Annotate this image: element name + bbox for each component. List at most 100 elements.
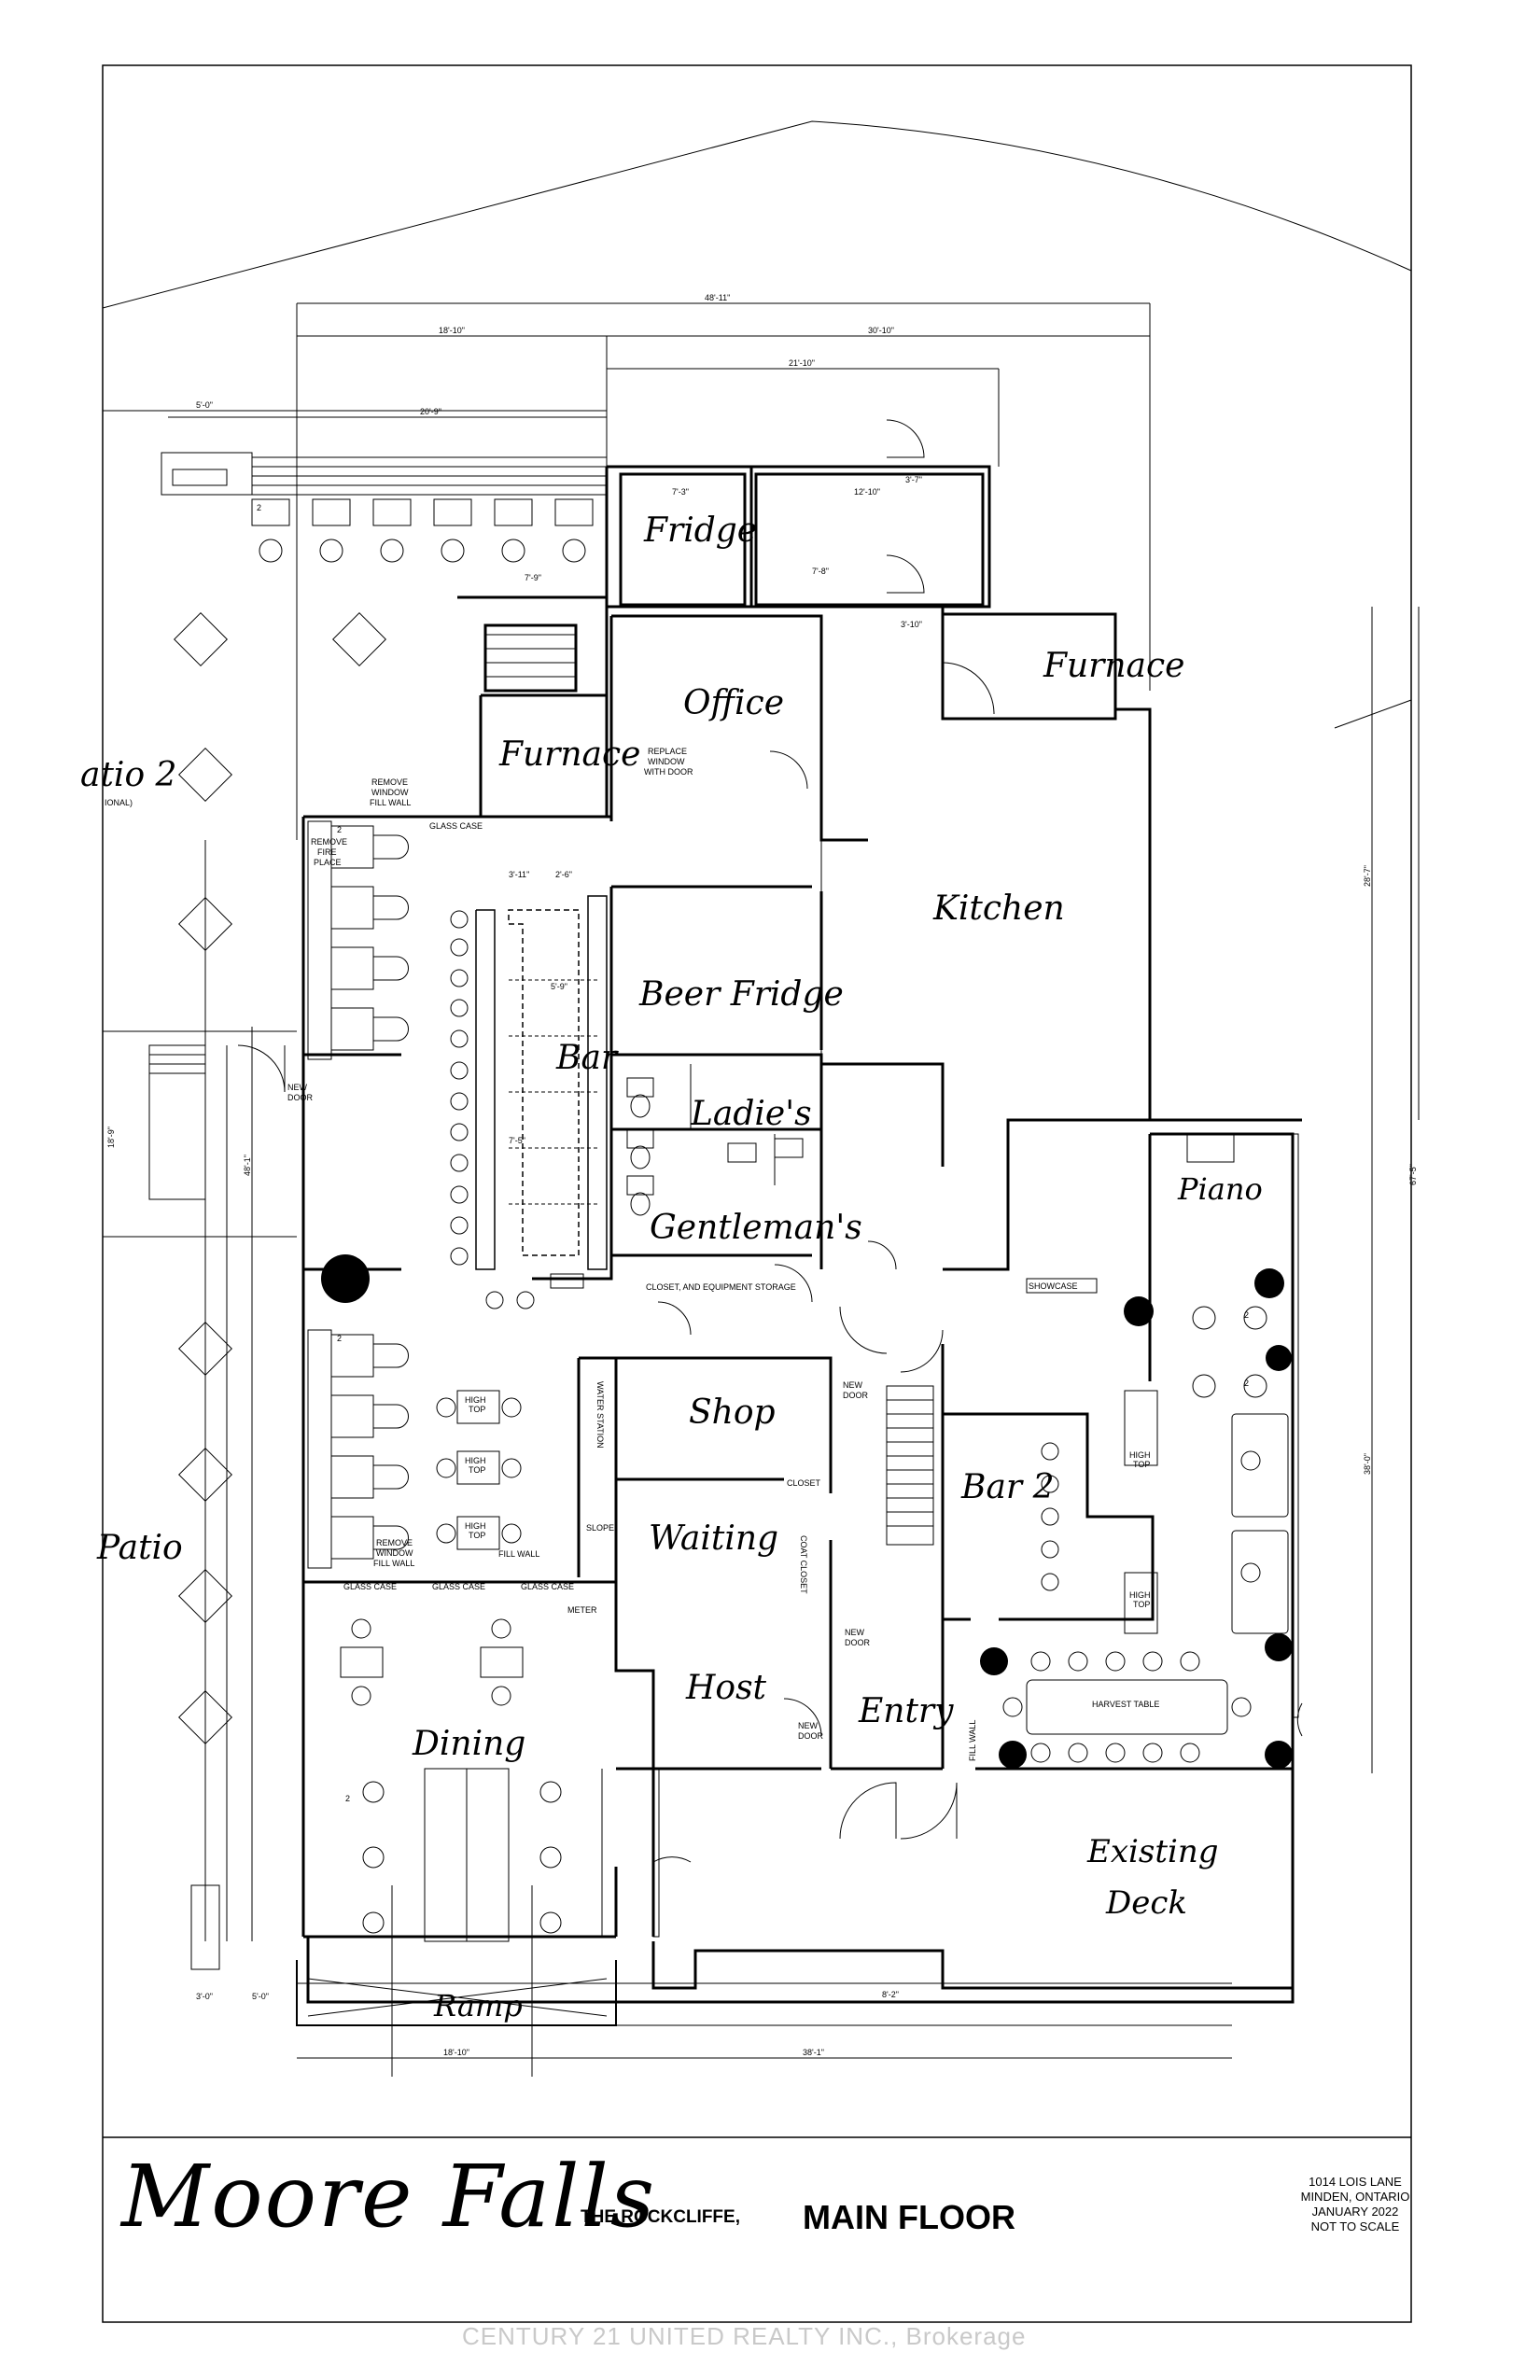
note-high-top-d1: HIGH: [1129, 1450, 1151, 1460]
dim-vert-left: 48'-1": [243, 1155, 252, 1176]
note-high-top-e2: TOP: [1133, 1600, 1150, 1609]
seat-number: 2: [1244, 1310, 1249, 1320]
note-showcase: SHOWCASE: [1029, 1281, 1078, 1291]
note-harvest-table: HARVEST TABLE: [1092, 1700, 1159, 1709]
patio-tables: [174, 612, 386, 1744]
room-fridge: Fridge: [643, 511, 757, 550]
dim-bar4: 7'-5": [509, 1136, 525, 1145]
note-meter: METER: [567, 1605, 597, 1615]
dim-patio2-w: 20'-9": [420, 407, 441, 416]
note-closet-storage: CLOSET, AND EQUIPMENT STORAGE: [646, 1282, 796, 1292]
watermark: CENTURY 21 UNITED REALTY INC., Brokerage: [462, 2322, 1027, 2350]
property-line-top: [102, 120, 1412, 309]
note-high-top-b1: HIGH: [465, 1456, 486, 1465]
room-shop: Shop: [689, 1393, 776, 1432]
patio-seating-top: [251, 498, 594, 563]
seat-number: 2: [1244, 1379, 1249, 1388]
booths-top: [307, 820, 409, 1060]
room-kitchen: Kitchen: [932, 889, 1065, 928]
booths-bottom: [307, 1329, 409, 1569]
note-high-top-c2: TOP: [469, 1531, 485, 1540]
room-patio2: atio 2: [80, 756, 176, 794]
note-fill-wall: FILL WALL: [370, 798, 411, 807]
note-high-top-a2: TOP: [469, 1405, 485, 1414]
dim-door: 3'-7": [905, 475, 922, 484]
dim-vert-right: 28'-7": [1363, 865, 1372, 887]
title-script: Moore Falls: [121, 2147, 657, 2247]
dim-right-top: 30'-10": [868, 326, 894, 335]
dim-bottom-left: 18'-10": [443, 2048, 469, 2057]
seat-number: 2: [337, 825, 342, 834]
toilets: [626, 1077, 804, 1216]
room-bar: Bar: [555, 1039, 619, 1077]
note-high-top-d2: TOP: [1133, 1460, 1150, 1469]
dim-vert-left2: 18'-9": [106, 1127, 116, 1148]
dim-fridge1: 7'-3": [672, 487, 689, 497]
dim-fridge3: 7'-8": [812, 567, 829, 576]
dim-ramp2: 5'-0": [252, 1992, 269, 2001]
dim-bar3: 5'-9": [551, 982, 567, 991]
note-new-door-4: NEW: [798, 1721, 819, 1730]
room-waiting: Waiting: [649, 1519, 778, 1558]
room-ramp: Ramp: [433, 1988, 523, 2023]
note-fill-wall-3: FILL WALL: [373, 1559, 414, 1568]
address-line: NOT TO SCALE: [1310, 2219, 1400, 2233]
note-coat-closet: COAT CLOSET: [799, 1535, 808, 1594]
note-glass-case-1: GLASS CASE: [343, 1582, 397, 1591]
dim-bar2: 2'-6": [555, 870, 572, 879]
note-place: PLACE: [314, 858, 342, 867]
note-new-door-2b: DOOR: [843, 1391, 869, 1400]
room-entry: Entry: [858, 1692, 954, 1730]
room-gentlemans: Gentleman's: [650, 1209, 862, 1247]
dim-kitchen-w: 21'-10": [789, 358, 815, 368]
address-line: MINDEN, ONTARIO: [1300, 2190, 1410, 2204]
harvest-table: [1026, 1679, 1228, 1735]
note-new-door-2: NEW: [843, 1380, 863, 1390]
note-high-top-a1: HIGH: [465, 1395, 486, 1405]
room-furnace-left: Furnace: [498, 735, 641, 774]
note-new-door-1: NEW: [287, 1083, 308, 1092]
note-high-top-b2: TOP: [469, 1465, 485, 1475]
note-new-door-1b: DOOR: [287, 1093, 314, 1102]
room-host: Host: [685, 1669, 767, 1707]
dim-entry: 8'-2": [882, 1990, 899, 1999]
bar-stools: [450, 910, 1059, 1591]
note-new-door-3: NEW: [845, 1628, 865, 1637]
dim-fridge2: 12'-10": [854, 487, 880, 497]
dim-vert-right2: 67'-5": [1408, 1164, 1418, 1185]
note-slope: SLOPE: [586, 1523, 614, 1533]
dim-total-top: 48'-11": [705, 293, 730, 302]
room-ladies: Ladie's: [690, 1095, 812, 1133]
note-high-top-c1: HIGH: [465, 1521, 486, 1531]
title-main: MAIN FLOOR: [803, 2198, 1015, 2236]
room-piano: Piano: [1177, 1171, 1263, 1207]
room-office: Office: [683, 684, 784, 722]
address-block: 1014 LOIS LANE MINDEN, ONTARIO JANUARY 2…: [1299, 2175, 1411, 2234]
dining-tables: [340, 1618, 562, 1942]
note-new-door-3b: DOOR: [845, 1638, 871, 1647]
room-deck: Deck: [1105, 1884, 1187, 1922]
room-bar2: Bar 2: [960, 1468, 1054, 1506]
note-remove-fire: REMOVE: [311, 837, 347, 847]
note-glass-case-3: GLASS CASE: [521, 1582, 574, 1591]
dim-ramp1: 3'-0": [196, 1992, 213, 2001]
note-closet: CLOSET: [787, 1478, 821, 1488]
drawing-border: [102, 64, 1412, 2323]
note-window-2: WINDOW: [376, 1548, 413, 1558]
note-optional: IONAL): [105, 798, 133, 807]
dim-bar1: 3'-11": [509, 870, 529, 879]
dim-stair: 7'-9": [525, 573, 541, 582]
dim-left-top: 18'-10": [439, 326, 465, 335]
note-replace-window: WINDOW: [648, 757, 685, 766]
seat-number: 2: [337, 1334, 342, 1343]
room-furnace-top: Furnace: [1043, 647, 1185, 685]
note-fill-wall-v: FILL WALL: [968, 1720, 977, 1761]
note-fire: FIRE: [317, 847, 337, 857]
note-new-door-4b: DOOR: [798, 1731, 824, 1741]
note-remove-2: REMOVE: [376, 1538, 413, 1547]
room-dining: Dining: [412, 1725, 525, 1763]
address-line: 1014 LOIS LANE: [1309, 2175, 1402, 2189]
note-fill-wall-2: FILL WALL: [498, 1549, 539, 1559]
note-glass-case-2: GLASS CASE: [432, 1582, 485, 1591]
